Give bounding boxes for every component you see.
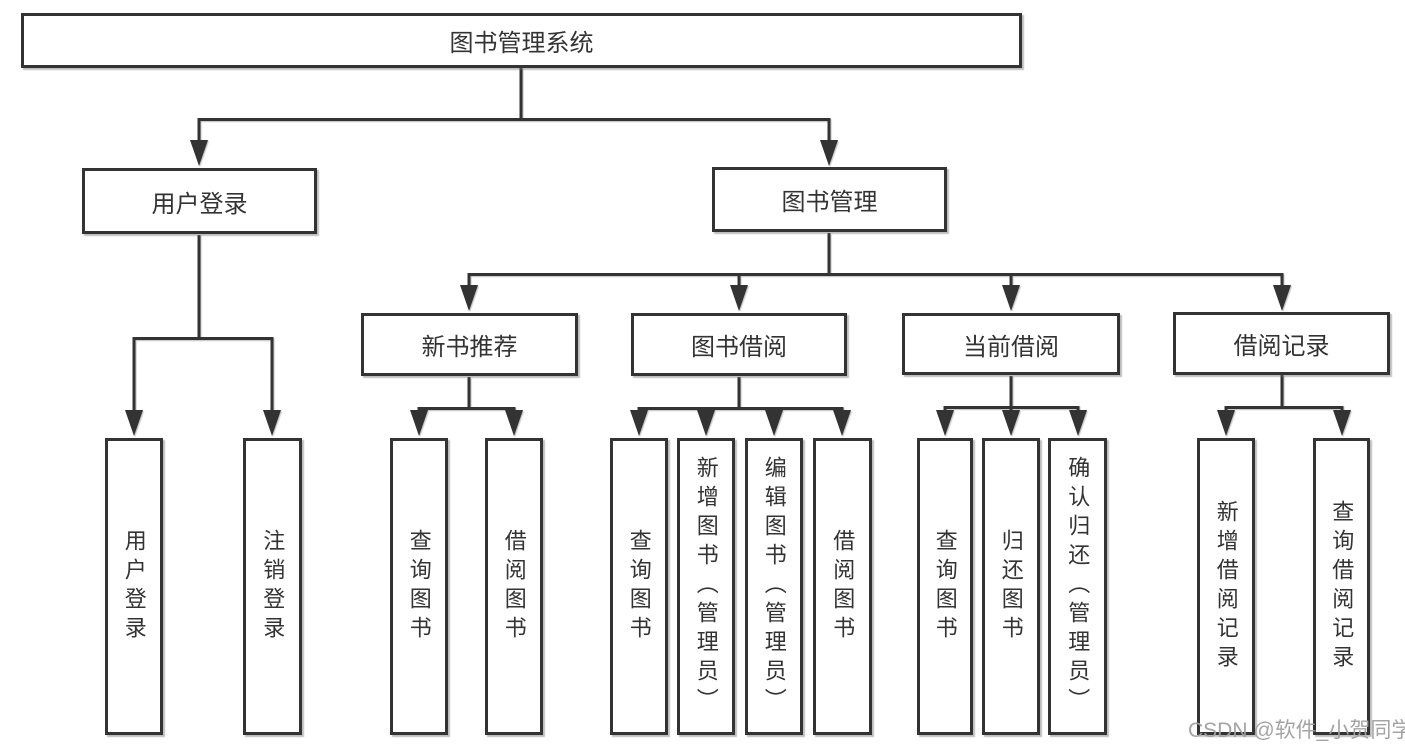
- leaf-confirm-return-admin: 确认归还（管理员）: [1048, 438, 1107, 735]
- leaf-label: 归还图书: [998, 528, 1024, 645]
- watermark: CSDN @软件_小贺同学: [1188, 719, 1405, 742]
- leaf-logout: 注销登录: [243, 438, 302, 735]
- arrowhead-icon: [1333, 410, 1351, 436]
- leaf-return-books: 归还图书: [982, 438, 1040, 735]
- leaf-label: 查询图书: [626, 528, 652, 645]
- leaf-label: 确认归还（管理员）: [1065, 456, 1091, 717]
- arrowhead-icon: [630, 410, 648, 436]
- node-label: 借阅记录: [1233, 333, 1330, 360]
- arrowhead-icon: [730, 285, 748, 311]
- arrowhead-icon: [1273, 285, 1291, 311]
- leaf-borrow-books-borrowing: 借阅图书: [813, 438, 872, 735]
- leaf-query-borrow-record: 查询借阅记录: [1313, 438, 1370, 735]
- leaf-label: 用户登录: [121, 528, 147, 645]
- arrowhead-icon: [410, 410, 428, 436]
- leaf-query-books-recommendation: 查询图书: [390, 438, 448, 735]
- leaf-add-book-admin: 新增图书（管理员）: [677, 438, 735, 735]
- leaf-label: 借阅图书: [501, 528, 527, 645]
- node-borrowing-records: 借阅记录: [1173, 312, 1390, 375]
- leaf-user-login: 用户登录: [105, 438, 163, 735]
- node-current-borrowing: 当前借阅: [902, 313, 1120, 375]
- arrowhead-icon: [190, 140, 208, 166]
- node-user-login: 用户登录: [82, 168, 317, 234]
- node-library-management-system: 图书管理系统: [21, 13, 1022, 68]
- arrowheads-group: [125, 140, 1351, 436]
- leaf-add-borrow-record: 新增借阅记录: [1197, 438, 1255, 735]
- node-label: 当前借阅: [963, 333, 1059, 361]
- arrowhead-icon: [125, 410, 143, 436]
- node-book-management: 图书管理: [712, 167, 947, 232]
- node-label: 用户登录: [151, 190, 248, 218]
- leaf-label: 编辑图书（管理员）: [761, 456, 787, 717]
- leaf-query-books-current: 查询图书: [917, 438, 973, 735]
- leaf-label: 注销登录: [260, 528, 286, 645]
- leaf-label: 新增借阅记录: [1213, 499, 1239, 674]
- node-label: 图书借阅: [691, 334, 787, 361]
- arrowhead-icon: [1217, 410, 1235, 436]
- connector-group: [132, 68, 1344, 411]
- leaf-edit-book-admin: 编辑图书（管理员）: [745, 438, 803, 735]
- leaf-label: 查询借阅记录: [1329, 499, 1355, 674]
- arrowhead-icon: [936, 410, 954, 436]
- node-label: 新书推荐: [421, 334, 518, 361]
- arrowhead-icon: [263, 410, 281, 436]
- node-book-borrowing: 图书借阅: [631, 313, 847, 376]
- leaf-label: 查询图书: [932, 528, 958, 645]
- leaf-query-books-borrowing: 查询图书: [610, 438, 668, 735]
- arrowhead-icon: [820, 140, 838, 166]
- arrowhead-icon: [697, 410, 715, 436]
- arrowhead-icon: [1002, 285, 1020, 311]
- leaf-borrow-books-recommendation: 借阅图书: [485, 438, 543, 735]
- leaf-label: 新增图书（管理员）: [693, 456, 719, 717]
- arrowhead-icon: [505, 410, 523, 436]
- node-label: 图书管理: [781, 189, 878, 216]
- leaf-label: 借阅图书: [830, 528, 856, 645]
- leaf-label: 查询图书: [406, 528, 432, 645]
- node-new-book-recommendation: 新书推荐: [361, 313, 578, 376]
- arrowhead-icon: [833, 410, 851, 436]
- arrowhead-icon: [1002, 410, 1020, 436]
- arrowhead-icon: [460, 285, 478, 311]
- arrowhead-icon: [765, 410, 783, 436]
- node-label: 图书管理系统: [449, 30, 594, 57]
- arrowhead-icon: [1069, 410, 1087, 436]
